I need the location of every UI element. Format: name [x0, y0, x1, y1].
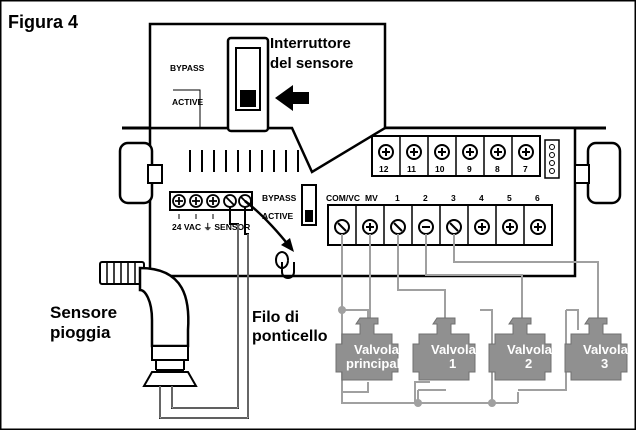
- right-mount-bracket: [574, 141, 622, 205]
- sensor-terminal-block: 24 VAC ⏚ SENSOR: [169, 191, 295, 279]
- valve-label-line2: 1: [449, 356, 456, 371]
- jumper-label-line1: Filo di: [252, 309, 299, 326]
- valve-label-line1: Valvola: [583, 342, 629, 357]
- callout-bypass-label: BYPASS: [170, 63, 205, 73]
- bottom-terminal-strip: COM/VC MV 1 2 3 4 5 6: [326, 193, 553, 246]
- valve-2: Valvola 2: [488, 317, 553, 381]
- valve-label-line1: Valvola: [431, 342, 477, 357]
- callout-active-label: ACTIVE: [172, 97, 204, 107]
- wire-junctions: [338, 306, 496, 407]
- valve-label-line2: 3: [601, 356, 608, 371]
- controller-active-label: ACTIVE: [262, 211, 294, 221]
- sensor-switch-callout: BYPASS ACTIVE Interruttore del sensore: [148, 22, 387, 174]
- station-num-8: 8: [495, 164, 500, 174]
- sensor-wire-inner: [159, 224, 249, 419]
- station-num-12: 12: [379, 164, 389, 174]
- terminal-label-com: COM/VC: [326, 193, 360, 203]
- terminal-label-5: 5: [507, 193, 512, 203]
- rain-sensor: [99, 261, 198, 387]
- bottom-screws: [334, 219, 546, 235]
- valve-0: Valvola principale: [335, 317, 407, 381]
- station-num-10: 10: [435, 164, 445, 174]
- top-screws: [378, 144, 534, 160]
- controller-bypass-label: BYPASS: [262, 193, 297, 203]
- rain-sensor-label-line1: Sensore: [50, 303, 117, 322]
- figure-title: Figura 4: [8, 12, 78, 32]
- callout-arrow-icon: [275, 85, 309, 111]
- connector-pins: [189, 150, 299, 172]
- station-num-11: 11: [407, 164, 416, 174]
- jumper-label-line2: ponticello: [252, 328, 328, 345]
- left-mount-bracket: [118, 141, 163, 205]
- terminal-label-6: 6: [535, 193, 540, 203]
- valve-label-line1: Valvola: [354, 342, 400, 357]
- jumper-arrow: [281, 238, 294, 252]
- terminal-label-1: 1: [395, 193, 400, 203]
- controller-switch: BYPASS ACTIVE: [262, 184, 317, 226]
- rain-sensor-label-line2: pioggia: [50, 323, 111, 342]
- valve-label-line1: Valvola: [507, 342, 553, 357]
- valve-label-line2: 2: [525, 356, 532, 371]
- terminal-label-2: 2: [423, 193, 428, 203]
- valve-1: Valvola 1: [412, 317, 477, 381]
- aux-connector: [544, 139, 560, 179]
- valve-3: Valvola 3: [564, 317, 629, 381]
- terminal-label-3: 3: [451, 193, 456, 203]
- callout-title-line1: Interruttore: [270, 35, 351, 52]
- terminal-label-4: 4: [479, 193, 484, 203]
- terminal-label-mv: MV: [365, 193, 378, 203]
- callout-title-line2: del sensore: [270, 55, 353, 72]
- station-num-7: 7: [523, 164, 528, 174]
- sensor-terminal-label: 24 VAC ⏚ SENSOR: [172, 222, 250, 232]
- station-num-9: 9: [467, 164, 472, 174]
- top-terminal-strip: 12 11 10 9 8 7: [371, 135, 560, 179]
- valve-label-line2: principale: [346, 356, 407, 371]
- callout-switch-slider: [240, 90, 256, 107]
- jumper-loop: [275, 251, 295, 279]
